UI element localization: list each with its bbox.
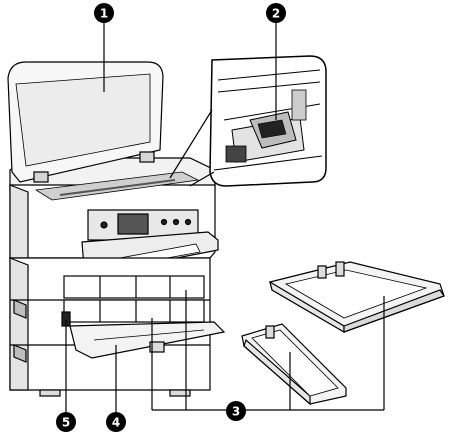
inset-leader-b (189, 171, 215, 187)
inset-leader-a (169, 109, 213, 179)
callout-lines (65, 22, 385, 412)
paper-cassette-small (241, 323, 347, 406)
callout-2: 2 (266, 3, 286, 23)
paper-cassette-large (269, 261, 445, 334)
callout-4: 4 (106, 412, 126, 432)
callout-1: 1 (94, 3, 114, 23)
callout-5: 5 (56, 412, 76, 432)
lcd-screen (117, 213, 149, 235)
callout-5-label: 5 (62, 416, 70, 430)
zoom-inset (209, 55, 327, 187)
callout-3: 3 (226, 401, 246, 421)
callout-4-label: 4 (112, 416, 120, 430)
callout-1-label: 1 (100, 7, 108, 21)
ink-cartridges (63, 275, 205, 323)
callout-2-label: 2 (272, 7, 280, 21)
printer (7, 61, 226, 397)
callout-3-label: 3 (232, 405, 240, 419)
